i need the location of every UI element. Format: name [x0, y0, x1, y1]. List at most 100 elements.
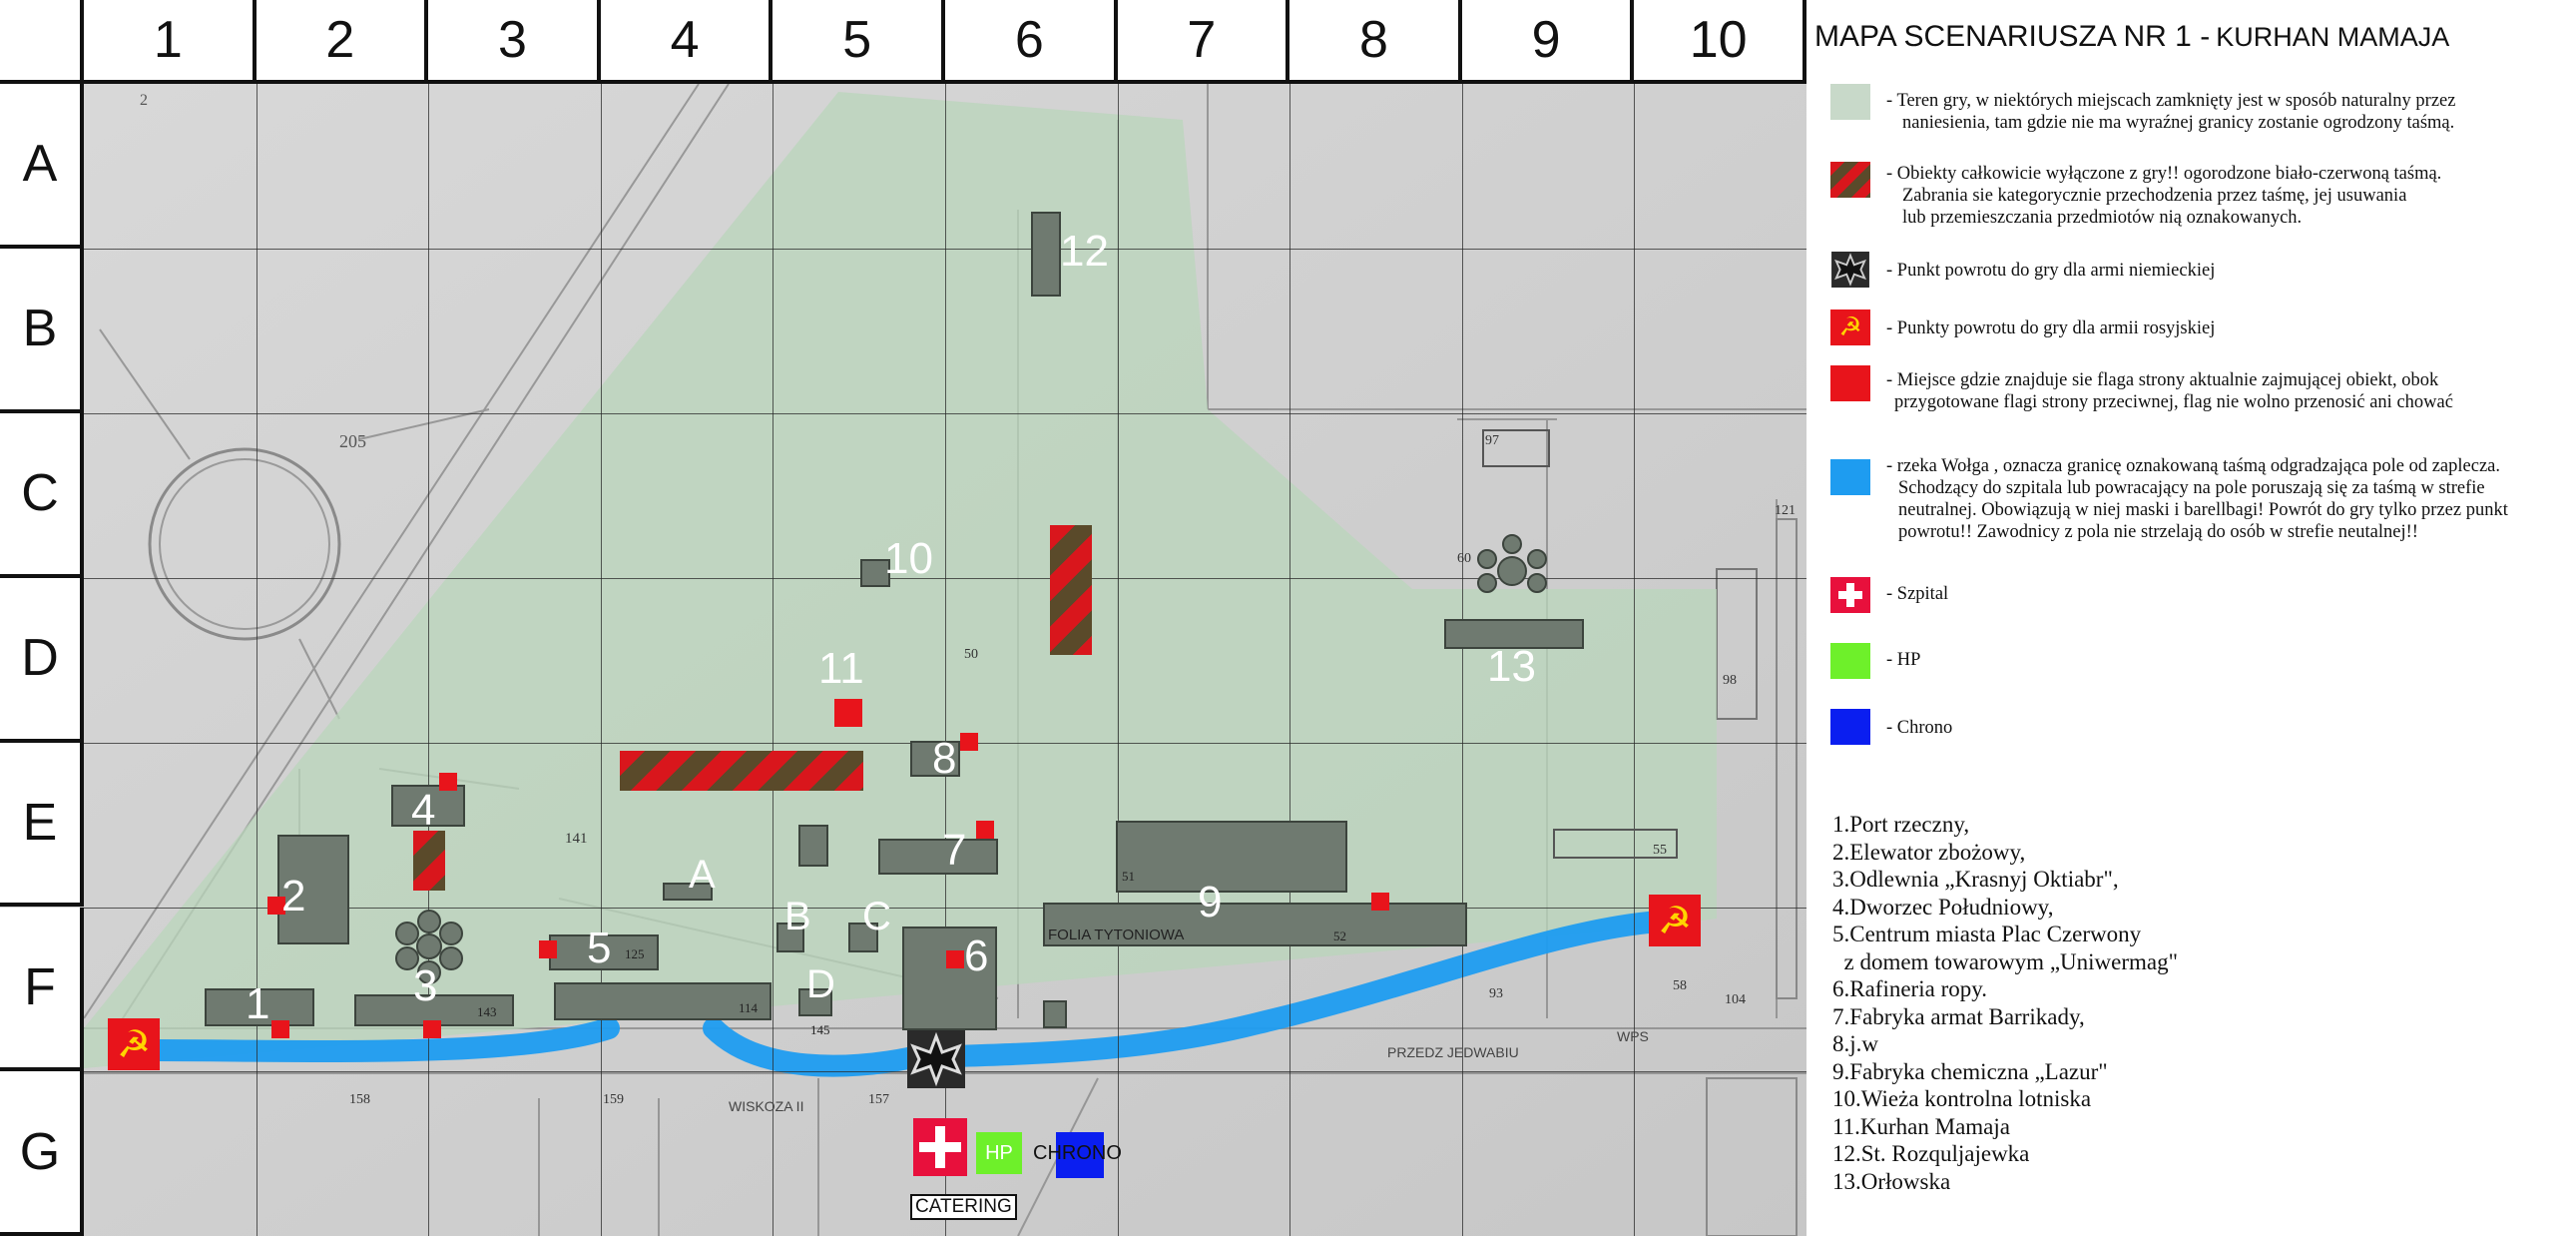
letter-d: D [806, 962, 835, 1006]
objective-item: 6.Rafineria ropy. [1832, 976, 1987, 1001]
field-label: 97 [1485, 433, 1499, 448]
legend-text-hp: - HP [1886, 650, 1921, 670]
street-label: WPS [1617, 1028, 1649, 1044]
field-label: 143 [477, 1004, 497, 1019]
hammer-sickle-icon: ☭ [1830, 309, 1870, 345]
grid-column-header: 3 [428, 0, 601, 84]
letter-b: B [784, 895, 811, 938]
field-label: 145 [810, 1022, 830, 1037]
grid-row-header: C [0, 412, 84, 578]
excluded-area-swatch [1830, 162, 1870, 198]
field-label: 2 [140, 92, 148, 109]
grid-row-header: D [0, 577, 84, 743]
building [798, 825, 828, 867]
building [910, 741, 960, 777]
excluded-area [413, 831, 445, 891]
building [1043, 1000, 1067, 1028]
field-label: 50 [964, 647, 978, 662]
field-label: 104 [1725, 992, 1746, 1007]
objective-number-7: 7 [942, 826, 967, 875]
river-swatch [1830, 459, 1870, 495]
field-label: 98 [1723, 673, 1737, 688]
grid-column-header: 4 [600, 0, 773, 84]
building [1482, 429, 1550, 467]
objective-item: 2.Elewator zbożowy, [1832, 839, 2026, 865]
street-label: FOLIA TYTONIOWA [1048, 927, 1185, 943]
building [1444, 619, 1584, 649]
objective-number-11: 11 [818, 644, 864, 693]
hammer-sickle-icon: ☭ [108, 1018, 160, 1070]
flag-swatch [1830, 365, 1870, 401]
flag-marker [960, 733, 978, 751]
letter-a: A [689, 853, 716, 897]
building [1043, 903, 1467, 946]
objective-item: 4.Dworzec Południowy, [1832, 894, 2054, 920]
building [878, 839, 998, 875]
legend-text-german-respawn: - Punkt powrotu do gry dla armi niemieck… [1886, 261, 2216, 281]
objective-number-12: 12 [1060, 227, 1109, 276]
field-label: 52 [1333, 928, 1346, 943]
flag-marker [1371, 893, 1389, 911]
grid-line [1461, 84, 1463, 1236]
objective-item: 13.Orłowska [1832, 1168, 1951, 1194]
grid-line [1289, 84, 1291, 1236]
field-label: 121 [1775, 503, 1796, 518]
objective-number-4: 4 [411, 786, 436, 835]
grid-column-header: 8 [1289, 0, 1462, 84]
flag-marker [976, 821, 994, 839]
flag-marker [539, 940, 557, 958]
volga-river [149, 910, 1688, 1077]
objective-number-5: 5 [587, 924, 612, 972]
control-tower-building [860, 559, 890, 587]
field-label: 141 [565, 831, 588, 847]
field-label: 158 [349, 1092, 370, 1107]
grid-line [1117, 84, 1119, 1236]
grid-row-header: B [0, 248, 84, 413]
objective-item: 12.St. Rozquljajewka [1832, 1141, 2030, 1166]
hospital-icon [1830, 577, 1870, 613]
field-label: 55 [1653, 843, 1667, 858]
objective-item: 8.j.w [1832, 1031, 1878, 1056]
flag-marker [267, 897, 285, 915]
hospital-icon [913, 1118, 967, 1176]
legend-text-game-area: - Teren gry, w niektórych miejscach zamk… [1886, 91, 2456, 133]
building [1031, 212, 1061, 297]
building [1116, 821, 1347, 893]
grid-column-header: 1 [84, 0, 257, 84]
objective-item: 10.Wieża kontrolna lotniska [1832, 1086, 2092, 1111]
objective-number-2: 2 [281, 872, 306, 921]
hp-swatch [1830, 643, 1870, 679]
street-label: WISKOZA II [729, 1098, 804, 1114]
objectives-list: 1.Port rzeczny, 2.Elewator zbożowy, 3.Od… [1832, 811, 2178, 1195]
legend-text-excluded: - Obiekty całkowicie wyłączone z gry!! o… [1886, 164, 2442, 228]
field-label: 58 [1673, 978, 1687, 993]
legend-text-chrono: - Chrono [1886, 718, 1953, 738]
building [391, 785, 465, 827]
objective-item: 5.Centrum miasta Plac Czerwony [1832, 922, 2142, 946]
grid-column-header: 5 [773, 0, 945, 84]
field-label: 60 [1457, 551, 1471, 566]
grid-line [256, 84, 258, 1236]
grid-column-header: 6 [945, 0, 1118, 84]
building [848, 923, 878, 952]
iron-cross-icon [1831, 252, 1869, 288]
field-label: 125 [625, 946, 645, 961]
chrono-marker [1056, 1132, 1104, 1178]
grid-line [428, 84, 430, 1236]
flag-marker [834, 699, 862, 727]
objective-number-10: 10 [884, 534, 933, 583]
legend-title: MAPA SCENARIUSZA NR 1 -KURHAN MAMAJA [1814, 20, 2449, 54]
field-label: 205 [339, 431, 366, 451]
grid-row-header: A [0, 84, 84, 249]
legend-text-flag: - Miejsce gdzie znajduje sie flaga stron… [1886, 370, 2453, 412]
chrono-swatch [1830, 709, 1870, 745]
flag-marker [423, 1020, 441, 1038]
grid-row-header: G [0, 1071, 84, 1236]
legend-title-suffix: KURHAN MAMAJA [2216, 22, 2450, 52]
objective-number-13: 13 [1487, 642, 1536, 691]
objective-number-8: 8 [932, 734, 957, 783]
game-area-swatch [1830, 84, 1870, 120]
letter-c: C [862, 895, 891, 938]
excluded-area [1050, 525, 1092, 655]
